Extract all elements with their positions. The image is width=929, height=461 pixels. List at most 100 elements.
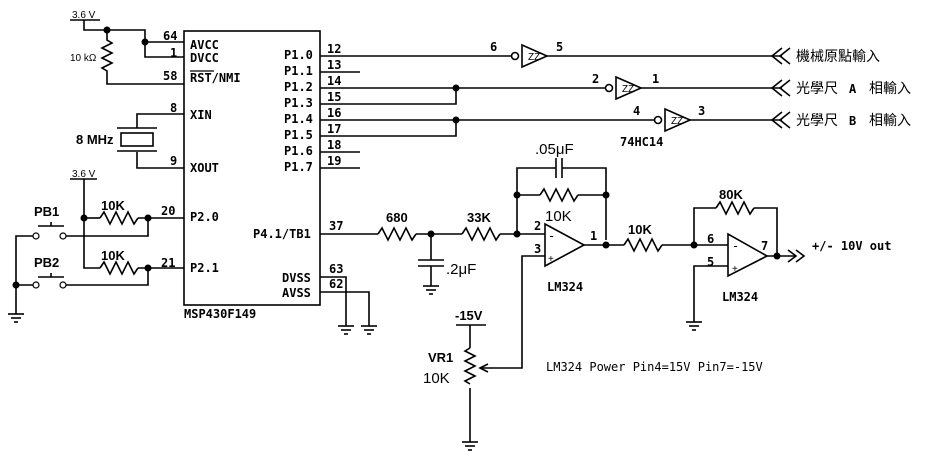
fb2-left-wire (693, 207, 716, 245)
pb2-contact-left (32, 281, 40, 289)
c-feedback-value: .05μF (535, 141, 574, 158)
r-feedback2-value: 80K (719, 187, 743, 202)
dvss-wire (320, 276, 347, 326)
r-link-value: 10K (628, 222, 652, 237)
inverter-a-out-pin: 6 (490, 40, 497, 54)
vr1-resistor (463, 347, 477, 385)
pin-label-xin: XIN (190, 108, 212, 122)
pullup-resistor (100, 30, 184, 85)
inverter-b-in-pin: 1 (652, 72, 659, 86)
crystal-value: 8 MHz (76, 132, 114, 147)
pin-label-xout: XOUT (190, 161, 219, 175)
inverter-b-bubble (604, 83, 614, 93)
pin-label-dvss: DVSS (282, 271, 311, 285)
pin-num-p11: 13 (327, 58, 341, 72)
avss-wire (320, 291, 370, 326)
xout-wire (136, 152, 184, 169)
ground-icon (338, 325, 354, 335)
pin-label-p41: P4.1/TB1 (253, 227, 311, 241)
ground-icon (462, 441, 478, 451)
vr1-value: 10K (423, 370, 450, 387)
r-filter2 (461, 226, 501, 242)
phase-b-label-3: 相輸入 (869, 113, 911, 129)
pullup-value: 10 kΩ (70, 53, 97, 64)
inverter-b-out-pin: 2 (592, 72, 599, 86)
phase-b-label-1: 光學尺 (796, 113, 838, 129)
pb1-contact-right (59, 232, 67, 240)
c-filter-value: .2μF (446, 261, 476, 278)
r-feedback1 (539, 187, 579, 203)
junction-pb-ground (12, 281, 20, 289)
pin-num-p20: 20 (161, 204, 175, 218)
inverter-a (521, 43, 549, 69)
output-label: +/- 10V out (812, 239, 891, 253)
opamp1-plus-sign: + (548, 254, 554, 265)
inverter-c (664, 107, 692, 133)
opamp2-non-pin: 5 (707, 255, 714, 269)
junction-phase-b (452, 116, 460, 124)
vr1-label: VR1 (428, 350, 453, 365)
opamp1-non-wire (480, 255, 545, 369)
input-arrow-icon (770, 79, 791, 97)
r-feedback1-value: 10K (545, 208, 572, 225)
opamp1-out-pin: 1 (590, 229, 597, 243)
pb1-label: PB1 (34, 204, 59, 219)
pin-num-dvcc: 1 (170, 46, 177, 60)
pin-num-p13: 15 (327, 90, 341, 104)
opamp2-inv-pin: 6 (707, 232, 714, 246)
r-feedback2 (715, 200, 755, 216)
r-filter1-value: 680 (386, 210, 408, 225)
pin-label-p15: P1.5 (284, 128, 313, 142)
junction-phase-a (452, 84, 460, 92)
r-pb1-value: 10K (101, 198, 125, 213)
pin-label-p21: P2.1 (190, 261, 219, 275)
inverter-a-bubble (510, 51, 520, 61)
opamp2-out-pin: 7 (761, 239, 768, 253)
pb1-contact-left (32, 232, 40, 240)
supply-label-mid: 3.6 V (72, 169, 96, 180)
r-filter2-value: 33K (467, 210, 491, 225)
pin-num-p14: 16 (327, 106, 341, 120)
r-pb1 (99, 210, 139, 226)
pb2-label: PB2 (34, 255, 59, 270)
cfb-right-wire (562, 167, 607, 195)
phase-a-label-3: 相輸入 (869, 81, 911, 97)
pin-num-xin: 8 (170, 101, 177, 115)
origin-input-label: 機械原點輸入 (796, 49, 880, 65)
pb2-contact-right (59, 281, 67, 289)
opamp2-name: LM324 (722, 290, 758, 304)
pin-num-p10: 12 (327, 42, 341, 56)
inverter-chip-name: 74HC14 (620, 135, 663, 149)
output-arrow-icon (787, 249, 806, 263)
inverter-b (615, 75, 643, 101)
r-pb2-value: 10K (101, 248, 125, 263)
junction-avcc (141, 38, 149, 46)
supply-label-top: 3.6 V (72, 10, 96, 21)
pb-ground-wire (15, 235, 33, 314)
opamp1-name: LM324 (547, 280, 583, 294)
pin-num-avss: 62 (329, 277, 343, 291)
opamp1-triangle (544, 222, 586, 268)
opamp2-triangle (727, 232, 769, 278)
ground-icon (686, 321, 702, 331)
inverter-c-out-pin: 4 (633, 104, 640, 118)
junction-opamp2-out (773, 252, 781, 260)
pin-num-p21: 21 (161, 256, 175, 270)
inverter-c-bubble (653, 115, 663, 125)
pin-num-dvss: 63 (329, 262, 343, 276)
opamp2-non-wire (693, 265, 728, 322)
input-arrow-icon (770, 47, 791, 65)
ground-icon (8, 313, 24, 323)
opamp2-minus-sign: - (732, 239, 739, 253)
inverter-a-schmitt-icon: ZZ (528, 52, 540, 63)
pin-num-p41: 37 (329, 219, 343, 233)
pin-num-p17: 19 (327, 154, 341, 168)
pin-label-p20: P2.0 (190, 210, 219, 224)
pin-num-p16: 18 (327, 138, 341, 152)
fb2-right-wire (754, 207, 778, 256)
pin-label-p10: P1.0 (284, 48, 313, 62)
pin-num-p12: 14 (327, 74, 341, 88)
inverter-a-in-pin: 5 (556, 40, 563, 54)
ground-icon (361, 325, 377, 335)
